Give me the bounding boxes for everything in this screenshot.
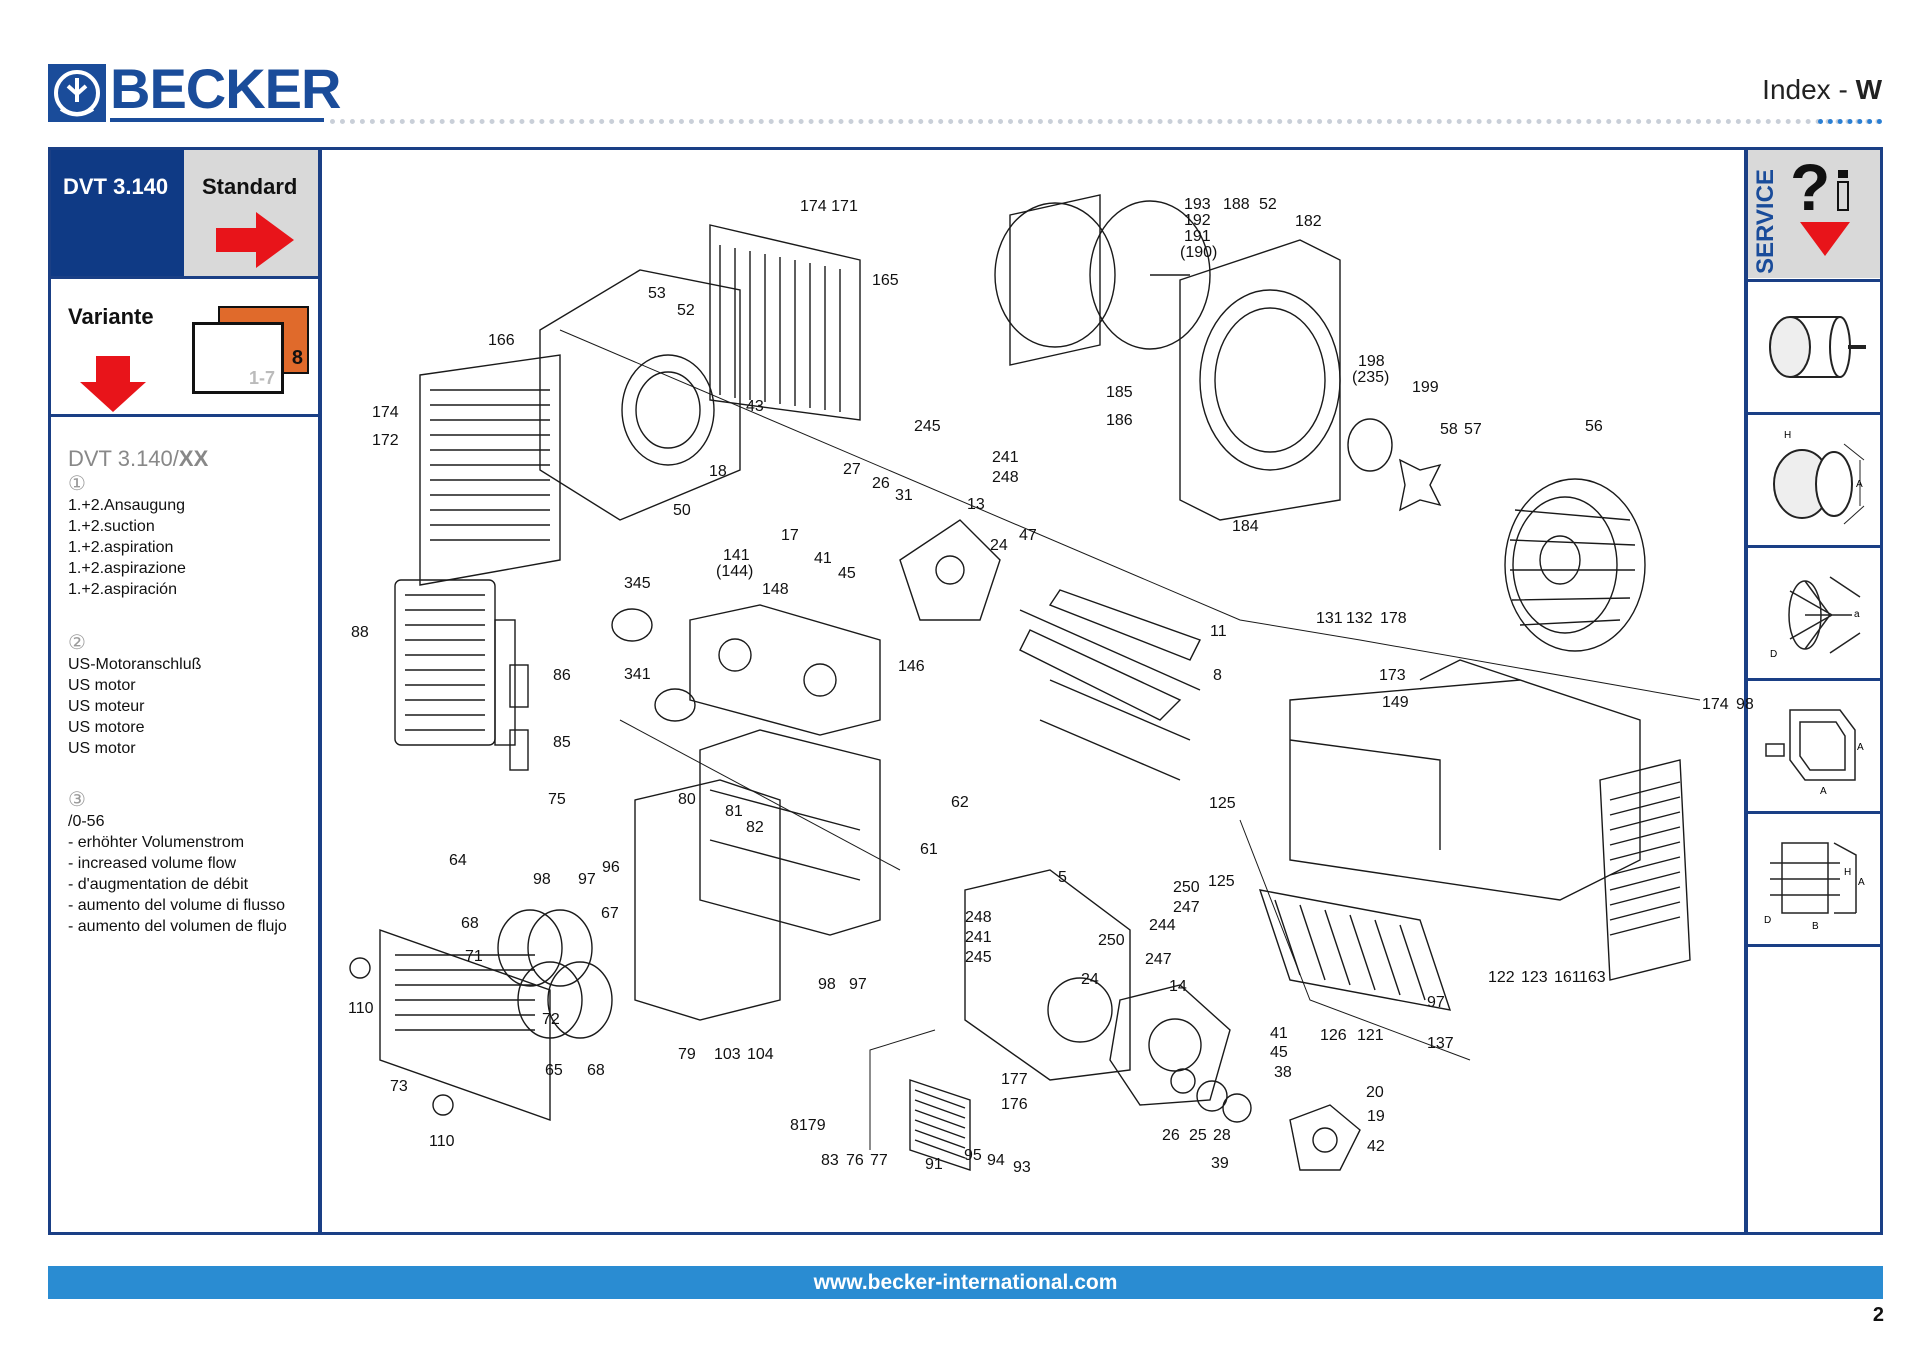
note-line: - increased volume flow — [68, 855, 237, 872]
right-panel — [1745, 147, 1883, 1235]
svg-text:A: A — [1857, 742, 1864, 753]
separator — [1748, 678, 1880, 681]
separator — [1748, 545, 1880, 548]
variante-label: Variante — [68, 304, 154, 329]
standard-box[interactable]: Standard — [184, 150, 318, 276]
header-divider-accent — [1818, 119, 1882, 124]
separator — [1748, 811, 1880, 814]
standard-label: Standard — [202, 174, 298, 199]
arrow-right-icon — [216, 212, 294, 268]
note-line: 1.+2.Ansaugung — [68, 497, 185, 514]
note-line: - d'augmentation de débit — [68, 876, 249, 893]
note-line: - erhöhter Volumenstrom — [68, 834, 245, 851]
note-line: US motor — [68, 740, 136, 757]
exploded-view-drawing — [349, 194, 1701, 1171]
note-block-2: ② US-Motoranschluß US motor US moteur US… — [68, 633, 201, 759]
note-line: - aumento del volumen de flujo — [68, 918, 287, 935]
fan-cover-dimensions-icon[interactable]: AH — [1760, 424, 1870, 534]
separator — [51, 276, 318, 279]
service-help-icon: ? — [1790, 152, 1850, 256]
impeller-dimensions-icon[interactable]: Da — [1760, 557, 1870, 667]
index-prefix: Index - — [1762, 74, 1856, 105]
note-block-3: ③ /0-56 - erhöhter Volumenstrom - increa… — [68, 790, 287, 937]
svg-text:H: H — [1784, 430, 1791, 441]
svg-text:D: D — [1764, 915, 1771, 926]
variant-code: DVT 3.140/XX — [68, 446, 208, 472]
terminal-box-dimensions-icon[interactable]: D A B H — [1760, 823, 1870, 933]
variant-back-label: 1-7 — [248, 368, 275, 388]
note-marker: ③ — [68, 789, 86, 811]
page-number: 2 — [1872, 1304, 1884, 1326]
separator — [1748, 412, 1880, 415]
note-marker: ② — [68, 632, 86, 654]
motor-thumbnail-icon[interactable] — [1760, 292, 1870, 402]
note-marker: ① — [68, 473, 86, 495]
note-line: US motore — [68, 719, 145, 736]
svg-text:H: H — [1844, 867, 1851, 878]
separator — [1748, 279, 1880, 282]
header-divider — [330, 119, 1882, 124]
logo-underline — [110, 118, 324, 122]
index-label: Index - W — [1762, 74, 1882, 106]
svg-text:A: A — [1858, 877, 1865, 888]
becker-logo: BECKER — [48, 58, 341, 124]
variant-code-prefix: DVT 3.140/ — [68, 446, 179, 471]
svg-text:A: A — [1856, 479, 1863, 490]
brand-name: BECKER — [110, 57, 341, 120]
separator — [51, 414, 318, 417]
svg-text:D: D — [1770, 649, 1777, 660]
note-line: 1.+2.aspiración — [68, 581, 177, 598]
note-line: - aumento del volume di flusso — [68, 897, 285, 914]
variant-page-back: 1-7 — [192, 322, 284, 394]
note-line: 1.+2.aspiration — [68, 539, 174, 556]
note-line: /0-56 — [68, 813, 105, 830]
footer-website-link[interactable]: www.becker-international.com — [813, 1271, 1118, 1294]
footer-bar: www.becker-international.com — [48, 1266, 1883, 1299]
service-label: SERVICE — [1752, 169, 1779, 274]
index-letter: W — [1855, 74, 1882, 105]
logo-mark-icon — [48, 64, 106, 122]
note-line: US moteur — [68, 698, 145, 715]
note-block-1: ① 1.+2.Ansaugung 1.+2.suction 1.+2.aspir… — [68, 474, 186, 600]
variant-pages-icon[interactable]: 8 1-7 — [192, 306, 309, 394]
note-line: US-Motoranschluß — [68, 656, 202, 673]
svg-text:A: A — [1820, 786, 1827, 797]
svg-text:?: ? — [1790, 152, 1830, 224]
model-box[interactable]: DVT 3.140 — [51, 150, 184, 276]
variant-code-suffix: XX — [178, 446, 209, 471]
note-line: 1.+2.suction — [68, 518, 155, 535]
note-line: 1.+2.aspirazione — [68, 560, 186, 577]
separator — [1748, 944, 1880, 947]
model-label: DVT 3.140 — [63, 174, 169, 199]
housing-part — [539, 269, 741, 521]
svg-text:a: a — [1854, 609, 1860, 620]
service-box[interactable]: SERVICE ? — [1748, 150, 1880, 278]
svg-text:B: B — [1812, 921, 1819, 932]
gasket-dimensions-icon[interactable]: AA — [1760, 690, 1870, 800]
note-line: US motor — [68, 677, 136, 694]
arrow-down-icon — [80, 356, 146, 412]
variant-front-label: 8 — [291, 347, 303, 369]
